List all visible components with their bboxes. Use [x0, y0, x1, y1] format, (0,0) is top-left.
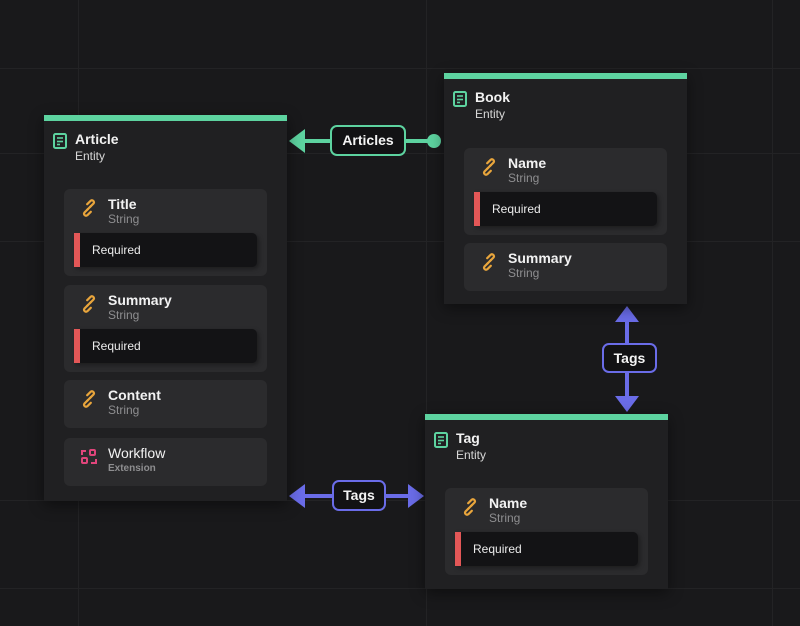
field-type: Extension [108, 463, 156, 474]
node-kind: Entity [456, 448, 487, 462]
required-label: Required [92, 243, 141, 257]
field-name: Summary [108, 292, 172, 308]
edge-label-tags-article-tag[interactable]: Tags [332, 480, 386, 511]
entity-node-article[interactable]: Article Entity Title String Required Sum… [44, 115, 287, 501]
entity-accent-bar [425, 414, 668, 420]
field-type: String [508, 171, 540, 185]
required-indicator [74, 329, 80, 363]
field-summary[interactable]: Summary String [464, 243, 667, 291]
edge-label-tags-book-tag[interactable]: Tags [602, 343, 657, 373]
field-content[interactable]: Content String [64, 380, 267, 428]
entity-accent-bar [44, 115, 287, 121]
required-label: Required [473, 542, 522, 556]
field-name: Name [508, 155, 547, 171]
field-type: String [489, 511, 521, 525]
field-workflow[interactable]: Workflow Extension [64, 438, 267, 486]
link-icon [83, 199, 95, 217]
node-title: Book [475, 89, 510, 105]
field-name: Content [108, 387, 161, 403]
link-icon [83, 390, 95, 408]
document-icon [434, 432, 448, 448]
required-label: Required [492, 202, 541, 216]
entity-node-book[interactable]: Book Entity Name String Required Summary [444, 73, 687, 304]
field-name: Name [489, 495, 528, 511]
field-name: Summary [508, 250, 572, 266]
field-title[interactable]: Title String Required [64, 189, 267, 276]
arrowhead-icon [289, 484, 305, 508]
field-name[interactable]: Name String Required [464, 148, 667, 235]
connector-dot-icon [427, 134, 441, 148]
link-icon [483, 158, 495, 176]
workflow-icon [81, 449, 97, 464]
node-title: Article [75, 131, 119, 147]
node-header: Book Entity [444, 79, 687, 137]
required-badge: Required [474, 192, 657, 226]
required-badge: Required [455, 532, 638, 566]
document-icon [453, 91, 467, 107]
entity-node-tag[interactable]: Tag Entity Name String Required [425, 414, 668, 589]
required-indicator [455, 532, 461, 566]
node-title: Tag [456, 430, 480, 446]
arrowhead-icon [408, 484, 424, 508]
edge-label-articles[interactable]: Articles [330, 125, 406, 156]
document-icon [53, 133, 67, 149]
field-type: String [108, 403, 140, 417]
arrowhead-icon [289, 129, 305, 153]
arrowhead-icon [615, 306, 639, 322]
field-type: String [508, 266, 540, 280]
field-summary[interactable]: Summary String Required [64, 285, 267, 372]
node-kind: Entity [75, 149, 106, 163]
field-type: String [108, 212, 140, 226]
node-kind: Entity [475, 107, 506, 121]
field-name: Workflow [108, 445, 166, 461]
required-badge: Required [74, 329, 257, 363]
field-name[interactable]: Name String Required [445, 488, 648, 575]
link-icon [464, 498, 476, 516]
required-indicator [474, 192, 480, 226]
link-icon [83, 295, 95, 313]
field-type: String [108, 308, 140, 322]
field-name: Title [108, 196, 137, 212]
entity-accent-bar [444, 73, 687, 79]
link-icon [483, 253, 495, 271]
node-header: Article Entity [44, 121, 287, 179]
required-badge: Required [74, 233, 257, 267]
arrowhead-icon [615, 396, 639, 412]
node-header: Tag Entity [425, 420, 668, 478]
required-indicator [74, 233, 80, 267]
required-label: Required [92, 339, 141, 353]
